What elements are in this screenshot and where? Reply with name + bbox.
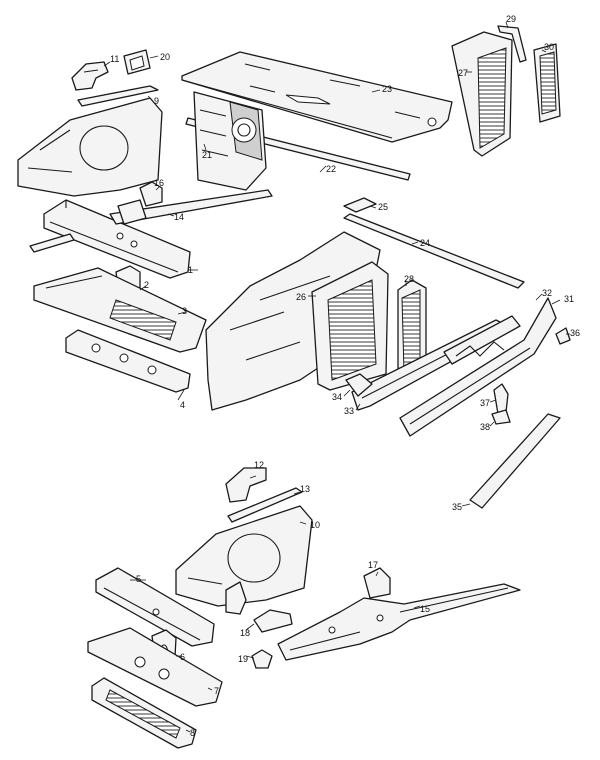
bulkhead-top-lip (77, 85, 159, 107)
heel-board-panel (193, 91, 267, 191)
callout-labels: 1 2 3 4 5 6 7 8 9 10 11 12 13 14 15 16 1… (110, 14, 580, 738)
bracket-part-25 (343, 197, 377, 213)
mount-part-16 (139, 181, 163, 207)
rear-floor-rail (343, 213, 525, 289)
front-crossmember (43, 199, 191, 279)
callout-37: 37 (480, 398, 490, 408)
front-bulkhead-upper (17, 97, 163, 197)
left-side-rail (29, 233, 75, 253)
floor-bottom-member (65, 329, 191, 393)
front-floor-panel (33, 267, 207, 353)
callout-27: 27 (458, 68, 468, 78)
callout-21: 21 (202, 150, 212, 160)
floor-rail-part-14 (109, 189, 273, 225)
callout-11: 11 (110, 54, 119, 64)
front-bulkhead-lower (175, 505, 313, 607)
bracket-part-20 (123, 49, 151, 75)
callout-32: 32 (542, 288, 552, 298)
callout-10: 10 (310, 520, 320, 530)
bracket-part-12 (225, 467, 267, 503)
callout-13: 13 (300, 484, 310, 494)
callout-12: 12 (254, 460, 264, 470)
callout-22: 22 (326, 164, 336, 174)
chassis-rail-part-15 (277, 583, 521, 661)
callout-28: 28 (404, 274, 414, 284)
callout-24: 24 (420, 238, 430, 248)
sill-member-34 (345, 373, 373, 397)
callout-29: 29 (506, 14, 516, 24)
pillar-part-30 (533, 43, 561, 123)
sill-strip-part-35 (469, 413, 561, 509)
inner-sill-panel (311, 261, 389, 391)
callout-15: 15 (420, 604, 430, 614)
callout-35: 35 (452, 502, 462, 512)
callout-38: 38 (480, 422, 490, 432)
callout-14: 14 (174, 212, 184, 222)
bracket-part-19 (251, 649, 273, 669)
bracket-part-38 (491, 409, 511, 425)
callout-4: 4 (180, 400, 185, 410)
callout-3: 3 (182, 306, 187, 316)
leader-lines (103, 21, 570, 733)
callout-34: 34 (332, 392, 342, 402)
bracket-part-29 (497, 25, 527, 63)
callout-8: 8 (190, 728, 195, 738)
callout-5: 5 (136, 574, 141, 584)
callout-25: 25 (378, 202, 388, 212)
callout-26: 26 (296, 292, 306, 302)
callout-16: 16 (154, 178, 164, 188)
callout-19: 19 (238, 654, 248, 664)
callout-33: 33 (344, 406, 354, 416)
outer-sill-part-31 (399, 297, 557, 437)
pillar-part-27 (451, 31, 513, 157)
floor-panel-part-7 (87, 627, 223, 707)
callout-7: 7 (214, 686, 219, 696)
bracket-part-11 (71, 61, 109, 91)
strip-part-13 (227, 487, 303, 523)
callout-18: 18 (240, 628, 250, 638)
bracket-part-17 (363, 567, 391, 599)
callout-17: 17 (368, 560, 378, 570)
rear-parcel-shelf (181, 51, 453, 143)
bracket-lower-bulkhead (225, 581, 247, 615)
bracket-part-37 (493, 383, 509, 415)
end-cap-part-36 (555, 327, 571, 345)
callout-1: 1 (188, 265, 193, 275)
callout-30: 30 (544, 42, 554, 52)
callout-20: 20 (160, 52, 170, 62)
callout-6: 6 (180, 652, 185, 662)
callout-2: 2 (144, 280, 149, 290)
floor-member-part-8 (91, 677, 197, 749)
bracket-part-18 (253, 609, 293, 633)
lower-crossmember (95, 567, 215, 647)
callout-9: 9 (154, 96, 159, 106)
outer-sill-part-32 (443, 315, 521, 365)
callout-23: 23 (382, 84, 392, 94)
callout-31: 31 (564, 294, 574, 304)
callout-36: 36 (570, 328, 580, 338)
